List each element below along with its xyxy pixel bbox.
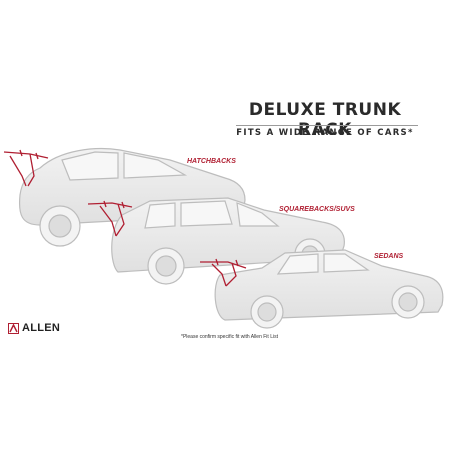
sedan-illustration: [214, 249, 444, 329]
label-sedans: SEDANS: [374, 253, 404, 260]
fit-footnote: *Please confirm specific fit with Allen …: [181, 334, 278, 340]
allen-logo-icon: [8, 322, 19, 334]
headline-divider: [236, 125, 418, 126]
label-hatchbacks: HATCHBACKS: [187, 158, 236, 165]
brand-name: ALLEN: [22, 322, 61, 334]
trunk-rack-hatchback: [3, 149, 49, 187]
headline-subtitle: FITS A WIDE RANGE OF CARS*: [236, 128, 414, 138]
label-squarebacks: SQUAREBACKS/SUVS: [279, 206, 355, 213]
brand-logo: ALLEN: [8, 322, 60, 334]
trunk-rack-squareback: [87, 200, 133, 237]
trunk-rack-sedan: [200, 258, 247, 287]
